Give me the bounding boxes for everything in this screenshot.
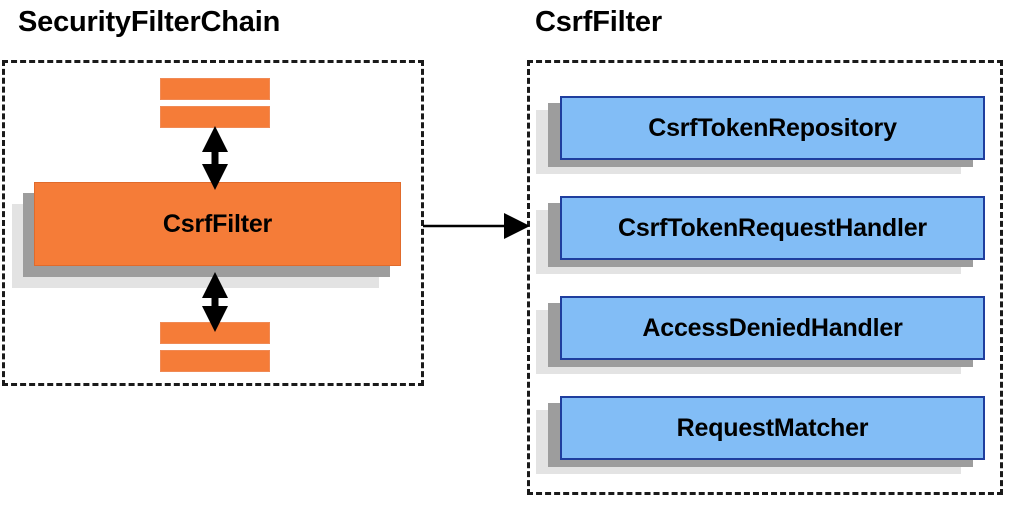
filter-bar-top-1 (160, 78, 270, 100)
filter-bar-bottom-2 (160, 350, 270, 372)
card-face: CsrfFilter (34, 182, 401, 266)
filter-bar-bottom-1 (160, 322, 270, 344)
card-face: AccessDeniedHandler (560, 296, 985, 360)
card-face: CsrfTokenRepository (560, 96, 985, 160)
card-label: RequestMatcher (676, 413, 869, 442)
card-requestmatcher: RequestMatcher (536, 396, 985, 474)
card-label: CsrfTokenRequestHandler (618, 213, 927, 242)
card-csrftokenrepository: CsrfTokenRepository (536, 96, 985, 174)
card-accessdeniedhandler: AccessDeniedHandler (536, 296, 985, 374)
card-face: CsrfTokenRequestHandler (560, 196, 985, 260)
card-label: AccessDeniedHandler (642, 313, 903, 342)
card-csrffilter: CsrfFilter (12, 182, 401, 288)
panel-csrffilter-collaborators (527, 60, 1003, 495)
card-label: CsrfTokenRepository (648, 113, 897, 142)
page-title-csrffilter: CsrfFilter (535, 6, 662, 38)
card-label-csrffilter: CsrfFilter (162, 209, 273, 238)
card-csrftokenrequesthandler: CsrfTokenRequestHandler (536, 196, 985, 274)
card-face: RequestMatcher (560, 396, 985, 460)
panel-securityfilterchain (2, 60, 424, 386)
page-title-securityfilterchain: SecurityFilterChain (18, 6, 281, 38)
arrow-left-to-right (423, 213, 530, 239)
filter-bar-top-2 (160, 106, 270, 128)
